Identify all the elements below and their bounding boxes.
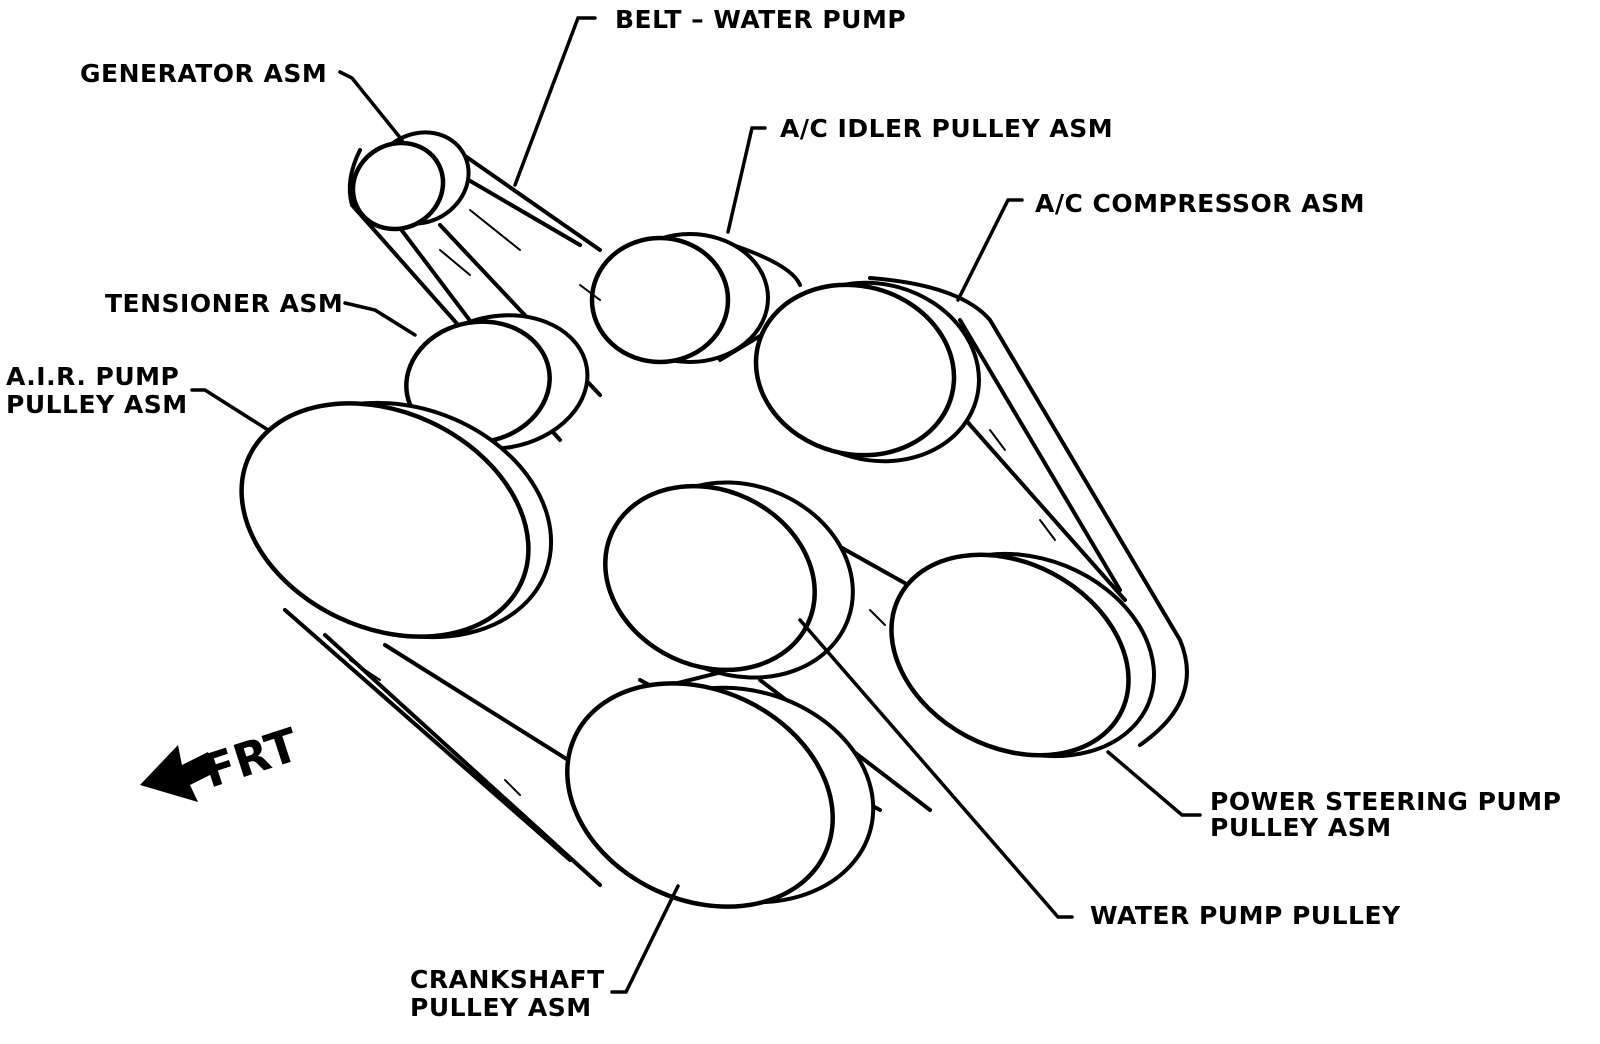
power-steering-pulley [889, 551, 1157, 759]
label-crankshaft-line2: PULLEY ASM [410, 993, 592, 1022]
water-pump-pulley [603, 480, 855, 680]
label-tensioner: TENSIONER ASM [105, 289, 343, 318]
air-pump-pulley [239, 400, 554, 640]
crankshaft-pulley [565, 681, 876, 909]
tensioner-pulley [404, 313, 590, 451]
front-arrow-icon [140, 745, 216, 802]
front-indicator: FRT [140, 717, 305, 802]
label-air-pump-line2: PULLEY ASM [6, 390, 188, 419]
label-air-pump-line1: A.I.R. PUMP [6, 362, 179, 391]
front-label: FRT [197, 717, 306, 798]
label-power-steering-line1: POWER STEERING PUMP [1210, 787, 1561, 816]
label-ac-compressor: A/C COMPRESSOR ASM [1035, 189, 1365, 218]
generator-pulley [350, 130, 471, 232]
label-belt-water-pump: BELT – WATER PUMP [615, 5, 906, 34]
leader-lines [190, 16, 1202, 994]
label-crankshaft-line1: CRANKSHAFT [410, 965, 605, 994]
label-power-steering-line2: PULLEY ASM [1210, 813, 1392, 842]
ac-compressor-pulley [753, 280, 981, 464]
label-generator: GENERATOR ASM [80, 59, 327, 88]
ac-idler-pulley [589, 232, 770, 365]
labels: BELT – WATER PUMP GENERATOR ASM A/C IDLE… [6, 5, 1561, 1022]
label-ac-idler: A/C IDLER PULLEY ASM [780, 114, 1113, 143]
belt-detail-marks [349, 209, 1056, 796]
label-water-pump-pulley: WATER PUMP PULLEY [1090, 901, 1401, 930]
